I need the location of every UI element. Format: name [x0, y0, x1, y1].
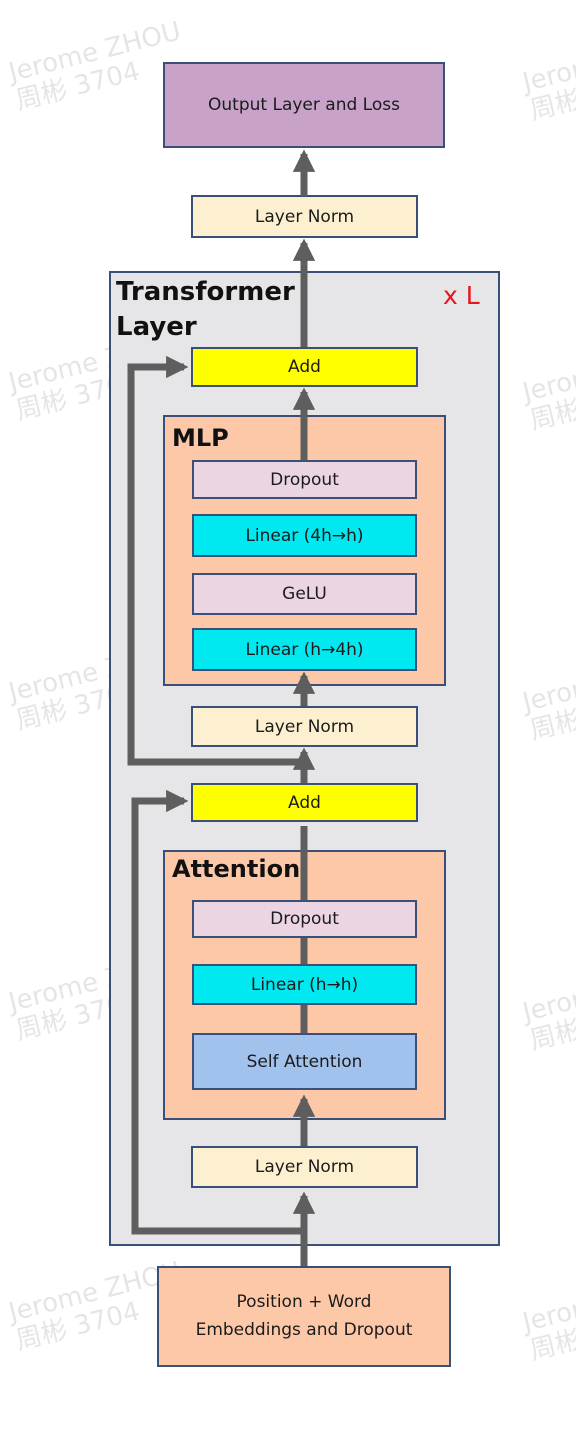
add-attention-box: Add: [191, 783, 418, 822]
gelu-label: GeLU: [282, 584, 327, 604]
mlp-linear-down-label: Linear (4h→h): [245, 525, 364, 546]
attention-dropout-box: Dropout: [192, 900, 417, 938]
mlp-linear-up-label: Linear (h→4h): [245, 639, 364, 660]
residual-arrow-attention: [131, 789, 304, 1235]
input-embeddings-line1: Position + Word: [236, 1292, 372, 1313]
input-embeddings-line2: Embeddings and Dropout: [195, 1319, 413, 1340]
add-attention-label: Add: [288, 792, 321, 813]
gelu-box: GeLU: [192, 573, 417, 615]
repeat-count-label: x L: [443, 281, 480, 310]
mlp-dropout-label: Dropout: [270, 469, 339, 490]
mlp-dropout-box: Dropout: [192, 460, 417, 499]
layer-norm-mid-box: Layer Norm: [191, 706, 418, 747]
output-layer-box: Output Layer and Loss: [163, 62, 445, 148]
layer-norm-top-label: Layer Norm: [254, 206, 355, 227]
self-attention-label: Self Attention: [246, 1051, 363, 1072]
mlp-title: MLP: [172, 424, 229, 452]
input-embeddings-box: Position + Word Embeddings and Dropout: [157, 1266, 451, 1367]
output-layer-label: Output Layer and Loss: [208, 95, 400, 115]
mlp-linear-down-box: Linear (4h→h): [192, 514, 417, 557]
mlp-linear-up-box: Linear (h→4h): [192, 628, 417, 671]
self-attention-box: Self Attention: [192, 1033, 417, 1090]
add-mlp-box: Add: [191, 347, 418, 387]
layer-norm-mid-label: Layer Norm: [254, 716, 355, 737]
transformer-layer-title: Transformer Layer: [116, 277, 295, 343]
layer-norm-top-box: Layer Norm: [191, 195, 418, 238]
attention-linear-label: Linear (h→h): [250, 974, 359, 995]
attention-dropout-label: Dropout: [270, 909, 339, 929]
attention-title: Attention: [172, 855, 301, 883]
residual-arrow-mlp: [127, 355, 304, 766]
attention-linear-box: Linear (h→h): [192, 964, 417, 1005]
layer-norm-bottom-label: Layer Norm: [254, 1157, 355, 1177]
layer-norm-bottom-box: Layer Norm: [191, 1146, 418, 1188]
add-mlp-label: Add: [288, 357, 321, 377]
